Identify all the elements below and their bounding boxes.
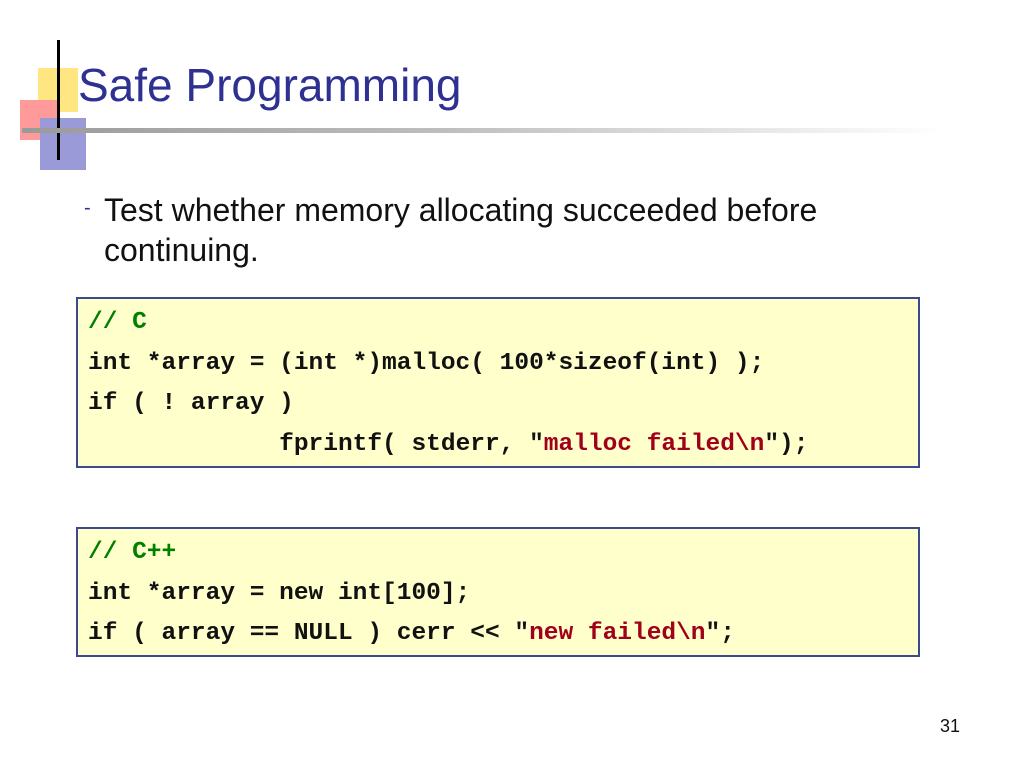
code-line: int *array = (int *)malloc( 100*sizeof(i… xyxy=(88,349,765,377)
vertical-line xyxy=(57,40,60,160)
code-block-c: // C int *array = (int *)malloc( 100*siz… xyxy=(76,297,920,468)
code-text: "); xyxy=(764,430,809,458)
bullet-marker: - xyxy=(84,197,91,219)
code-comment: // C xyxy=(88,309,147,336)
code-line: int *array = new int[100]; xyxy=(88,579,471,607)
code-block-cpp: // C++ int *array = new int[100]; if ( a… xyxy=(76,527,920,657)
code-line: if ( ! array ) xyxy=(88,390,294,417)
decorative-cross-logo xyxy=(20,40,92,170)
bullet-item: - Test whether memory allocating succeed… xyxy=(84,190,884,270)
title-divider xyxy=(22,128,942,133)
code-line: if ( array == NULL ) cerr << "new failed… xyxy=(78,614,918,655)
page-number: 31 xyxy=(940,716,961,736)
code-line: fprintf( stderr, "malloc failed\n"); xyxy=(78,425,918,466)
blue-square xyxy=(40,118,86,170)
code-text: if ( array == NULL ) cerr << " xyxy=(88,620,530,647)
code-indent xyxy=(88,431,279,458)
code-text: "; xyxy=(705,620,735,647)
slide-title: Safe Programming xyxy=(78,59,462,111)
bullet-text: Test whether memory allocating succeeded… xyxy=(104,192,818,268)
code-text: fprintf( stderr, " xyxy=(279,430,544,458)
code-string: malloc failed\n xyxy=(543,430,765,458)
code-comment: // C++ xyxy=(88,539,177,566)
code-string: new failed\n xyxy=(529,620,706,647)
